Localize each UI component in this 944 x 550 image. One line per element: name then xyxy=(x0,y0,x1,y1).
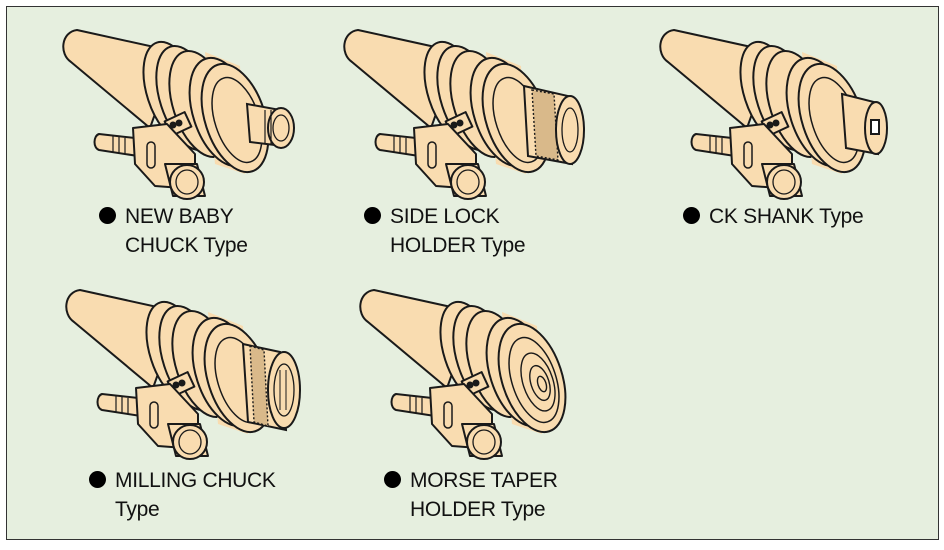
morse-taper-holder-icon xyxy=(359,289,579,460)
label-line: HOLDER Type xyxy=(410,498,546,521)
bullet-icon xyxy=(99,207,116,224)
label-line: Type xyxy=(115,498,160,521)
new-baby-chuck-holder-icon xyxy=(62,29,295,200)
side-lock-holder-icon xyxy=(343,29,585,200)
label-line: SIDE LOCK xyxy=(390,205,500,228)
bullet-icon xyxy=(364,207,381,224)
bullet-icon xyxy=(89,471,106,488)
label-line: CHUCK Type xyxy=(125,234,248,257)
label-line: MORSE TAPER xyxy=(410,469,558,492)
label-line: CK SHANK Type xyxy=(709,205,864,228)
label-line: MILLING CHUCK xyxy=(115,469,276,492)
ck-shank-holder-icon xyxy=(659,29,888,200)
bullet-icon xyxy=(384,471,401,488)
label-line: NEW BABY xyxy=(125,205,234,228)
bullet-icon xyxy=(683,207,700,224)
milling-chuck-holder-icon xyxy=(65,289,301,460)
label-line: HOLDER Type xyxy=(390,234,526,257)
